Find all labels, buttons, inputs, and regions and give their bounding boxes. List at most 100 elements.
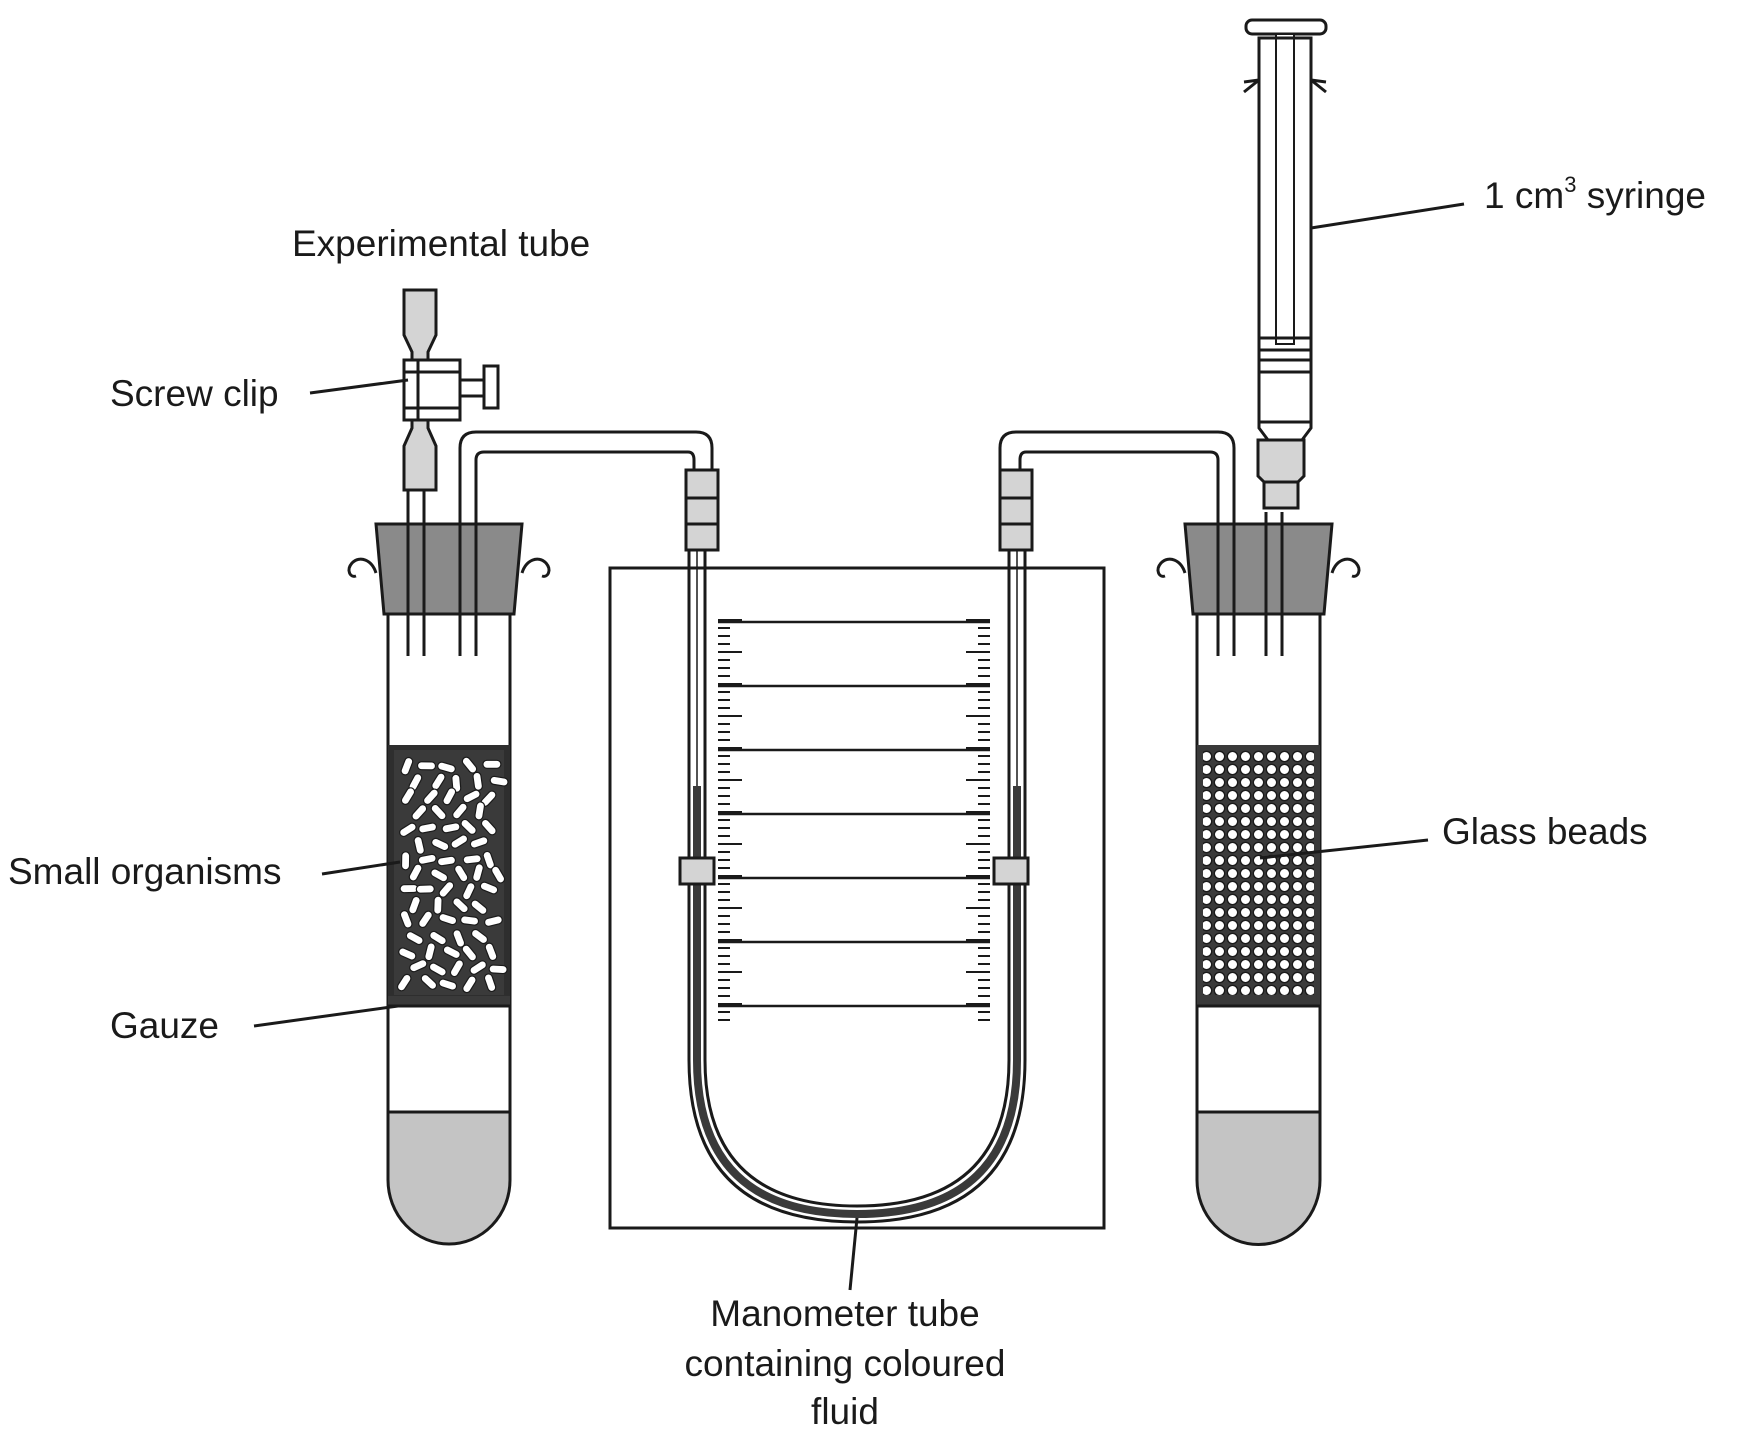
manometer-scale [718,619,990,1021]
organism [428,962,447,977]
organism [438,912,458,926]
organism [408,895,421,915]
label-syringe: 1 cm3 syringe [1484,174,1706,218]
leader-gauze [253,1004,399,1028]
clamp-right [992,856,1030,886]
organism [482,759,502,769]
organism [399,822,417,838]
organism [452,929,466,948]
leader-small-organisms [321,860,401,876]
organism [436,855,457,867]
gauze [388,996,510,1006]
label-manometer-line2: containing coloured [684,1343,1006,1384]
organism [491,865,506,884]
leader-manometer [848,1217,859,1291]
label-gauze: Gauze [110,1005,220,1046]
organism [451,773,462,793]
organism [470,899,488,915]
organism [454,864,469,883]
organism [418,822,438,834]
organism [430,803,447,821]
absorbent-solution-right [1197,1112,1320,1245]
organism [409,959,428,973]
organism [449,959,464,978]
organism [398,947,417,961]
label-experimental-tube: Experimental tube [292,223,591,264]
leader-screw-clip [309,378,409,395]
organism [484,942,498,962]
organism [462,882,476,901]
organism [450,834,469,849]
organism [462,789,481,804]
organism [452,897,469,914]
u-tube-inner [703,548,1011,1208]
organism [472,863,484,883]
organism [474,801,486,821]
organism [470,928,489,945]
organism [399,883,419,894]
organism [400,787,416,805]
stopper-right [1183,522,1334,616]
organism [400,851,411,871]
organism [480,818,497,836]
organism [483,973,497,993]
organism [460,818,477,835]
organism [462,975,477,994]
coloured-fluid [693,786,1021,1219]
label-manometer-line1: Manometer tube [710,1293,980,1334]
label-screw-clip: Screw clip [110,373,279,414]
control-tube [998,430,1361,1246]
label-small-organisms: Small organisms [8,851,282,892]
leader-lines [253,202,1465,1291]
experimental-tube [347,430,714,1246]
organism [469,960,487,975]
organism [430,868,449,883]
small-organisms [396,756,509,994]
clamp-left [678,856,716,886]
label-glass-beads: Glass beads [1442,811,1648,852]
syringe-plunger-cap [1244,18,1328,36]
organism [483,915,503,927]
label-syringe-suffix: syringe [1576,175,1706,216]
organism [472,771,483,791]
screw-clip [402,288,500,492]
organism [417,853,437,865]
organism [437,761,456,774]
organism [418,910,433,929]
leader-glass-beads [1259,838,1429,860]
organism [416,761,437,771]
glass-beads [1203,750,1314,995]
organism [400,756,414,776]
organism [460,915,480,926]
organism [489,775,509,787]
organism [488,964,508,975]
organism [399,910,413,929]
organism [422,788,439,806]
organism [462,854,482,865]
organism [438,881,455,898]
organism [461,944,478,962]
syringe-barrel [1257,36,1313,424]
leader-syringe [1310,202,1465,230]
organism [442,787,457,806]
organism [479,881,499,895]
connector-left-top [684,468,720,552]
scale-panel [718,618,990,1020]
organism [441,822,461,834]
organism [433,895,443,915]
organism [396,973,412,992]
organism [461,756,478,774]
label-manometer-line3: fluid [811,1391,879,1432]
organism [429,930,447,946]
organism [411,804,428,821]
label-syringe-prefix: 1 cm [1484,175,1565,216]
organism [431,837,450,852]
organism [415,884,435,894]
syringe [1243,18,1328,510]
stopper-left [374,522,524,616]
label-syringe-exponent: 3 [1564,172,1577,197]
organism [469,836,489,849]
organism [405,931,424,946]
absorbent-solution-left [388,1112,510,1244]
